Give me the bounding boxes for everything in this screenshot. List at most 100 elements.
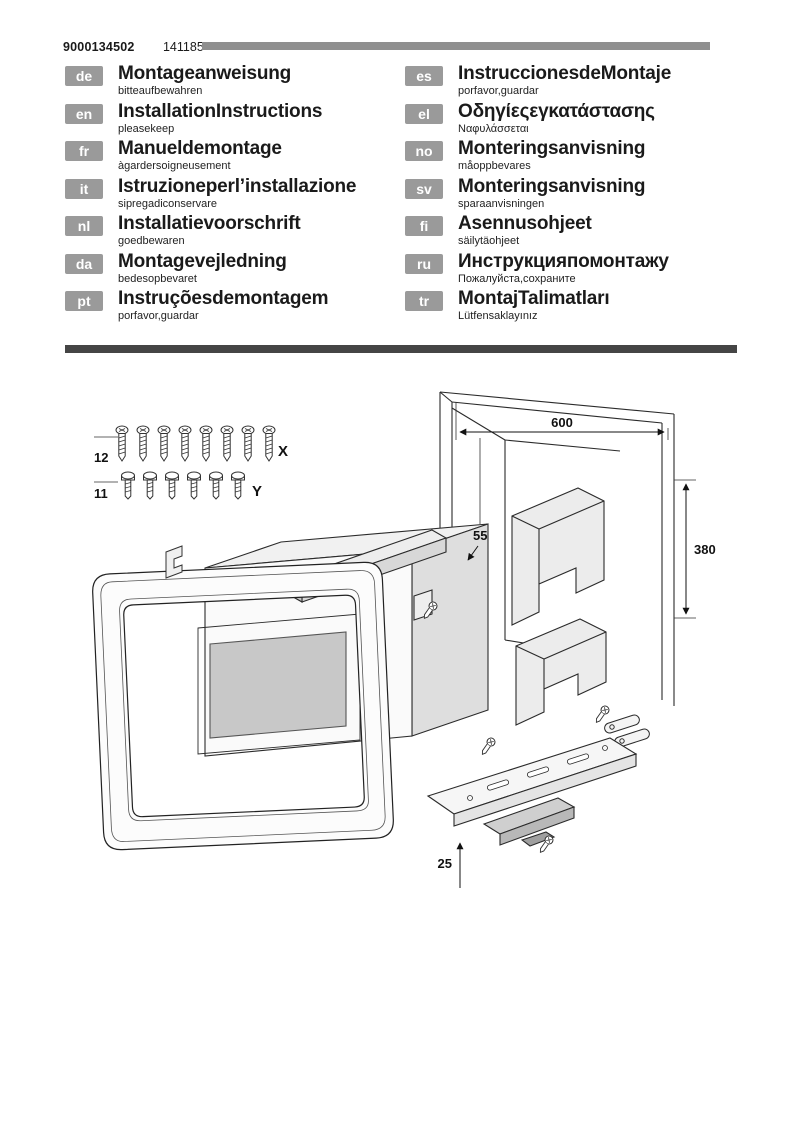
fixing-brackets [604, 714, 650, 748]
dimension-600-label: 600 [551, 415, 573, 430]
screw-x-icon [199, 425, 213, 462]
screw-y-icon [143, 471, 157, 500]
dimension-niche-height: 380 [674, 479, 716, 619]
language-subtitle: måoppbevares [458, 160, 531, 172]
dimension-top-gap: 55 [467, 438, 487, 561]
language-text: Monteringsanvisning måoppbevares [458, 139, 645, 173]
language-title: MontajTalimatları [458, 288, 610, 309]
language-code-badge: de [65, 66, 103, 86]
dimension-25-label: 25 [438, 856, 452, 871]
screw-y-icon [187, 471, 201, 500]
screw-y-icon [165, 471, 179, 500]
language-entry-pt: pt Instruçõesdemontagem porfavor,guardar [65, 289, 405, 327]
language-subtitle: sipregadiconservare [118, 197, 218, 210]
cabinet-niche [439, 391, 675, 706]
microwave-oven [197, 523, 489, 757]
language-list: de Montageanweisung bitteaufbewahren en … [65, 64, 737, 327]
language-text: Istruzioneperl’installazione sipregadico… [118, 175, 357, 211]
language-title: Manueldemontage [118, 138, 282, 159]
language-code-badge: el [405, 103, 443, 124]
language-title: Monteringsanvisning [458, 175, 646, 197]
fixing-screw [592, 703, 612, 726]
language-text: Инструкцияпомонтажу Пожалуйста,сохраните [458, 250, 669, 286]
mounting-rail [482, 797, 576, 847]
language-entry-it: it Istruzioneperl’installazione sipregad… [65, 175, 405, 215]
screw-y-part-number: 11 [94, 486, 108, 501]
language-title: Montageanweisung [118, 63, 292, 84]
screw-y-icon [231, 471, 245, 500]
document-header: 9000134502 141185 [63, 38, 737, 54]
screw-x-icon [136, 425, 150, 462]
language-code-badge: es [405, 66, 443, 86]
language-subtitle: àgardersoigneusement [118, 160, 231, 172]
language-text: Οδηγίεςεγκατάστασης Ναφυλάσσεται [458, 101, 655, 136]
language-text: MontajTalimatları Lütfensaklayınız [458, 288, 610, 323]
screw-row-x: 12 X [94, 425, 288, 465]
installation-diagram: 600 380 [92, 391, 716, 888]
mounting-clip [165, 545, 183, 579]
screw-x-type-label: X [278, 443, 288, 460]
language-code-badge: sv [405, 178, 443, 199]
language-entry-da: da Montagevejledning bedesopbevaret [65, 250, 405, 290]
language-subtitle: pleasekeep [118, 122, 175, 135]
diagram-area: 600 380 [60, 388, 740, 908]
language-subtitle: bitteaufbewahren [118, 85, 203, 97]
language-subtitle: porfavor,guardar [458, 85, 539, 97]
screw-x-icon [115, 425, 129, 462]
language-code-badge: pt [65, 291, 103, 311]
language-code-badge: it [65, 178, 103, 199]
language-title: Montagevejledning [118, 250, 287, 272]
language-code-badge: fi [405, 216, 443, 236]
language-entry-en: en InstallationInstructions pleasekeep [65, 100, 405, 140]
language-title: Инструкцияпомонтажу [458, 250, 669, 272]
header-bar [202, 42, 710, 50]
language-text: Montageanweisung bitteaufbewahren [118, 64, 291, 98]
document-number: 9000134502 [63, 40, 135, 54]
language-text: Manueldemontage àgardersoigneusement [118, 139, 282, 173]
language-text: Instruçõesdemontagem porfavor,guardar [118, 288, 329, 323]
screw-x-icon [262, 425, 276, 462]
language-subtitle: goedbewaren [118, 235, 185, 247]
language-entry-sv: sv Monteringsanvisning sparaanvisningen [405, 175, 737, 215]
screw-row-y: 11 Y [94, 471, 262, 501]
language-title: Monteringsanvisning [458, 138, 646, 159]
screw-x-icon [157, 425, 171, 462]
language-entry-tr: tr MontajTalimatları Lütfensaklayınız [405, 289, 737, 327]
language-text: InstallationInstructions pleasekeep [118, 100, 323, 136]
language-subtitle: Lütfensaklayınız [458, 310, 538, 322]
language-title: InstruccionesdeMontaje [458, 63, 672, 84]
language-entry-no: no Monteringsanvisning måoppbevares [405, 139, 737, 177]
bottom-mounting-tray [426, 737, 638, 827]
screw-x-part-number: 12 [94, 450, 108, 465]
language-title: Istruzioneperl’installazione [118, 175, 357, 197]
language-title: Instruçõesdemontagem [118, 288, 329, 309]
language-title: Installatievoorschrift [118, 213, 301, 234]
language-subtitle: sparaanvisningen [458, 197, 545, 210]
language-code-badge: en [65, 103, 103, 124]
language-text: Monteringsanvisning sparaanvisningen [458, 175, 646, 211]
language-entry-fi: fi Asennusohjeet säilytäohjeet [405, 214, 737, 252]
screw-x-icon [241, 425, 255, 462]
dimension-55-label: 55 [473, 528, 487, 543]
air-duct-upper [511, 487, 605, 626]
language-subtitle: porfavor,guardar [118, 310, 199, 322]
language-text: Asennusohjeet säilytäohjeet [458, 214, 592, 248]
language-code-badge: fr [65, 141, 103, 161]
dimension-niche-width: 600 [455, 402, 669, 440]
section-divider-bar [65, 345, 737, 353]
screw-x-icon [220, 425, 234, 462]
language-title: Asennusohjeet [458, 213, 592, 234]
screw-x-icon [178, 425, 192, 462]
language-subtitle: säilytäohjeet [458, 235, 520, 247]
language-title: InstallationInstructions [118, 100, 323, 122]
air-duct-lower [515, 618, 607, 726]
language-code-badge: no [405, 141, 443, 161]
language-code-badge: nl [65, 216, 103, 236]
fixing-screw [478, 735, 498, 758]
screw-y-type-label: Y [252, 483, 262, 500]
language-subtitle: bedesopbevaret [118, 272, 197, 285]
language-entry-ru: ru Инструкцияпомонтажу Пожалуйста,сохран… [405, 250, 737, 290]
language-subtitle: Ναφυλάσσεται [458, 122, 529, 135]
screw-y-icon [121, 471, 135, 500]
